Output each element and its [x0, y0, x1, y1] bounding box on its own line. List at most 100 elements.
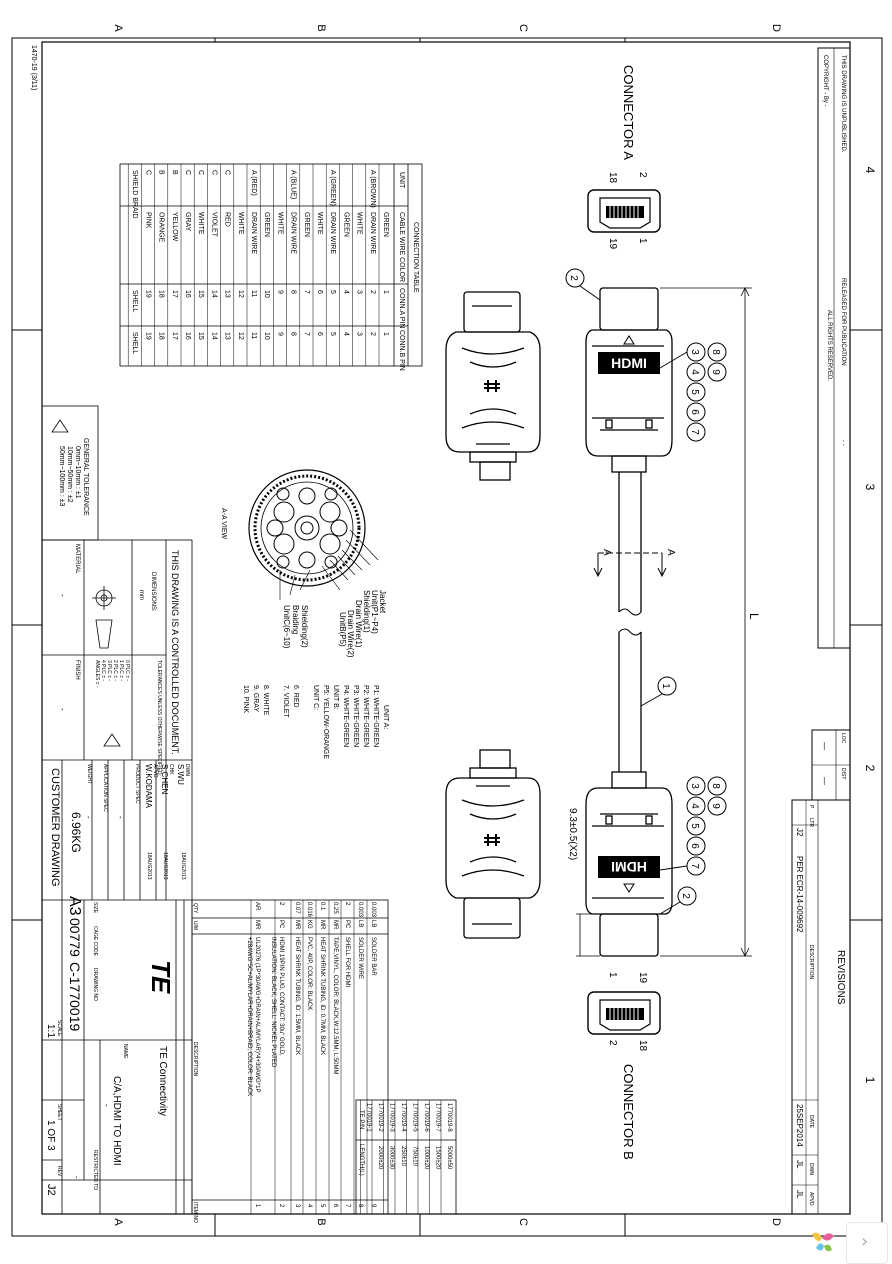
application-spec-value: - [84, 816, 93, 819]
balloon-8a: 8 [710, 349, 721, 355]
conn-row-connb: SHELL [131, 332, 138, 354]
shell-dimension [576, 913, 600, 957]
copyright-mark: - - [840, 440, 846, 446]
conn-row-wire: DRAIN WIRE [369, 212, 376, 254]
rev-value: J2 [45, 1184, 57, 1196]
bom-row-item: 1 [254, 1204, 260, 1208]
connector-b-pin-br: 2 [607, 1040, 618, 1046]
bom-row-item: 4 [306, 1204, 312, 1208]
sheet-label: SHEET [56, 1104, 62, 1121]
conn-row-wire: RED [224, 212, 231, 227]
length-row-pn: 1770019-8 [446, 1103, 452, 1132]
bom-row-um: MR [319, 920, 325, 930]
length-table-rows: 1770019-85000±501770019-71500±201770019-… [360, 1100, 452, 1214]
conn-row-unit: C [224, 170, 231, 175]
length-row-pn: 1770019-3 [389, 1103, 395, 1132]
bom-row-qty: 0.003 [370, 902, 376, 918]
revisions-header-dwn: DWN [808, 1163, 814, 1175]
bom-row-um: LB [357, 920, 363, 927]
bom-row-desc2: +28AWG*5C+AL/MYLAR+DRAIN+BRAID, COLOR: B… [246, 937, 252, 1096]
tol-line-3: 3 PLC ± - [106, 660, 112, 681]
length-row-pn: 1770019-5 [412, 1103, 418, 1132]
revisions-header-apvd: APVD [808, 1192, 814, 1206]
callout-drain-wire-1: Drain Wire(1) [354, 600, 363, 648]
plug-b-hdmi-text: HDMI [611, 859, 647, 875]
connector-b-pin-bl: 18 [637, 1040, 648, 1052]
controlled-doc: THIS DRAWING IS A CONTROLLED DOCUMENT. [170, 550, 180, 755]
conn-row-conna: 8 [290, 290, 297, 294]
conn-row-connb: 17 [171, 332, 178, 340]
revision-date: 25SEP2014 [795, 1104, 804, 1147]
bom-row-qty: 0.07 [294, 902, 300, 914]
zone-row-2: 2 [863, 765, 877, 772]
conn-row-conna: 17 [171, 290, 178, 298]
section-cut-line [593, 552, 667, 578]
callout-braiding: Braiding [291, 605, 300, 634]
dimensions-units: mm [138, 590, 144, 600]
loc-value: — [820, 742, 829, 750]
revisions-header-date: DATE [808, 1115, 814, 1129]
revisions-header-ltr: LTR [808, 818, 814, 827]
conn-row-conna: 16 [184, 290, 191, 298]
loc-label: LOC [840, 733, 846, 744]
bom-row-desc2: INSULATION: BLACK, SHELL: NICKEL PLATED [270, 937, 276, 1068]
bom-row-um: MR [254, 920, 260, 930]
length-row-len: 1000±20 [423, 1146, 429, 1170]
conn-row-unit: C [184, 170, 191, 175]
section-view-label: A-A VIEW [220, 508, 227, 540]
plug-b-logo [484, 834, 500, 846]
conn-row-unit: SHIELD BRAID [131, 170, 138, 219]
finish-label: FINISH [74, 660, 80, 680]
conn-row-unit: B [171, 170, 178, 175]
plug-a-triangle [623, 335, 635, 345]
unit-legend-5: UNIT B: [332, 685, 339, 710]
balloon-2a: 2 [568, 275, 579, 281]
conn-row-conna: 12 [237, 290, 244, 298]
conn-row-conna: 15 [197, 290, 204, 298]
section-mark-a-left: A [601, 549, 612, 556]
conn-row-wire: PINK [144, 212, 151, 229]
sheet-outer-border [11, 37, 883, 1237]
section-callouts [279, 529, 379, 600]
bom-row-desc: TAPE,VINYL, COLOR: BLACK,W:12.5MM, L:50M… [332, 937, 338, 1074]
callout-jacket: Jacket [378, 590, 387, 614]
copyright-line3: RELEASED FOR PUBLICATION [840, 278, 846, 366]
product-spec-label: PRODUCT SPEC [134, 764, 140, 804]
unit-legend-10: 8. WHITE [262, 685, 269, 716]
revisions-header-desc: DESCRIPTION [808, 945, 814, 980]
balloon-9b: 9 [710, 803, 721, 809]
next-page-button[interactable]: › [846, 1222, 888, 1264]
balloon-7b: 7 [689, 863, 700, 869]
bom-row-qty: 0.1 [319, 902, 325, 911]
conn-row-conna: 2 [369, 290, 376, 294]
drawing-no-label: DRAWING NO [92, 968, 98, 1001]
length-label: L [747, 613, 761, 620]
zone-col-d-top: D [770, 24, 782, 32]
conn-row-conna: 11 [250, 290, 257, 297]
balloon-4b: 4 [689, 803, 700, 809]
weight-value: 6.96KG [69, 812, 83, 853]
bom-row-desc: HEAT SHRINK TUBING, ID: 0.7MM, BLACK [319, 937, 325, 1055]
conn-row-wire: GREEN [263, 212, 270, 237]
chk-date: 18AUG2013 [162, 852, 168, 880]
conn-row-wire: GREEN [382, 212, 389, 237]
bom-row-item: 3 [294, 1204, 300, 1208]
bom-table-frame [191, 899, 389, 1215]
length-dimension [660, 287, 752, 957]
connector-a-face [587, 189, 661, 233]
conn-row-connb: 16 [184, 332, 191, 340]
length-row-pn: 1770019-6 [423, 1103, 429, 1132]
balloon-6b: 6 [689, 843, 700, 849]
connector-b-face [587, 991, 661, 1035]
te-logo: TE [146, 960, 176, 994]
plug-b-front [585, 632, 673, 957]
product-spec-value: - [116, 816, 125, 819]
zone-col-c-bottom: C [517, 1218, 529, 1226]
bom-row-qty: 0.003 [357, 902, 363, 918]
revision-apvd: JL [795, 1190, 804, 1199]
unit-legend-1: P1: WHITE-GREEN [372, 685, 379, 747]
dist-label: DIST [840, 768, 846, 779]
callout-unitc: UnitC(6~10) [282, 605, 291, 649]
bom-row-desc: UL20276 (1P*30AWG+DRAIN+AL/MYLAR)*4+30AW… [254, 937, 260, 1092]
conn-header-unit: UNIT [398, 172, 405, 189]
